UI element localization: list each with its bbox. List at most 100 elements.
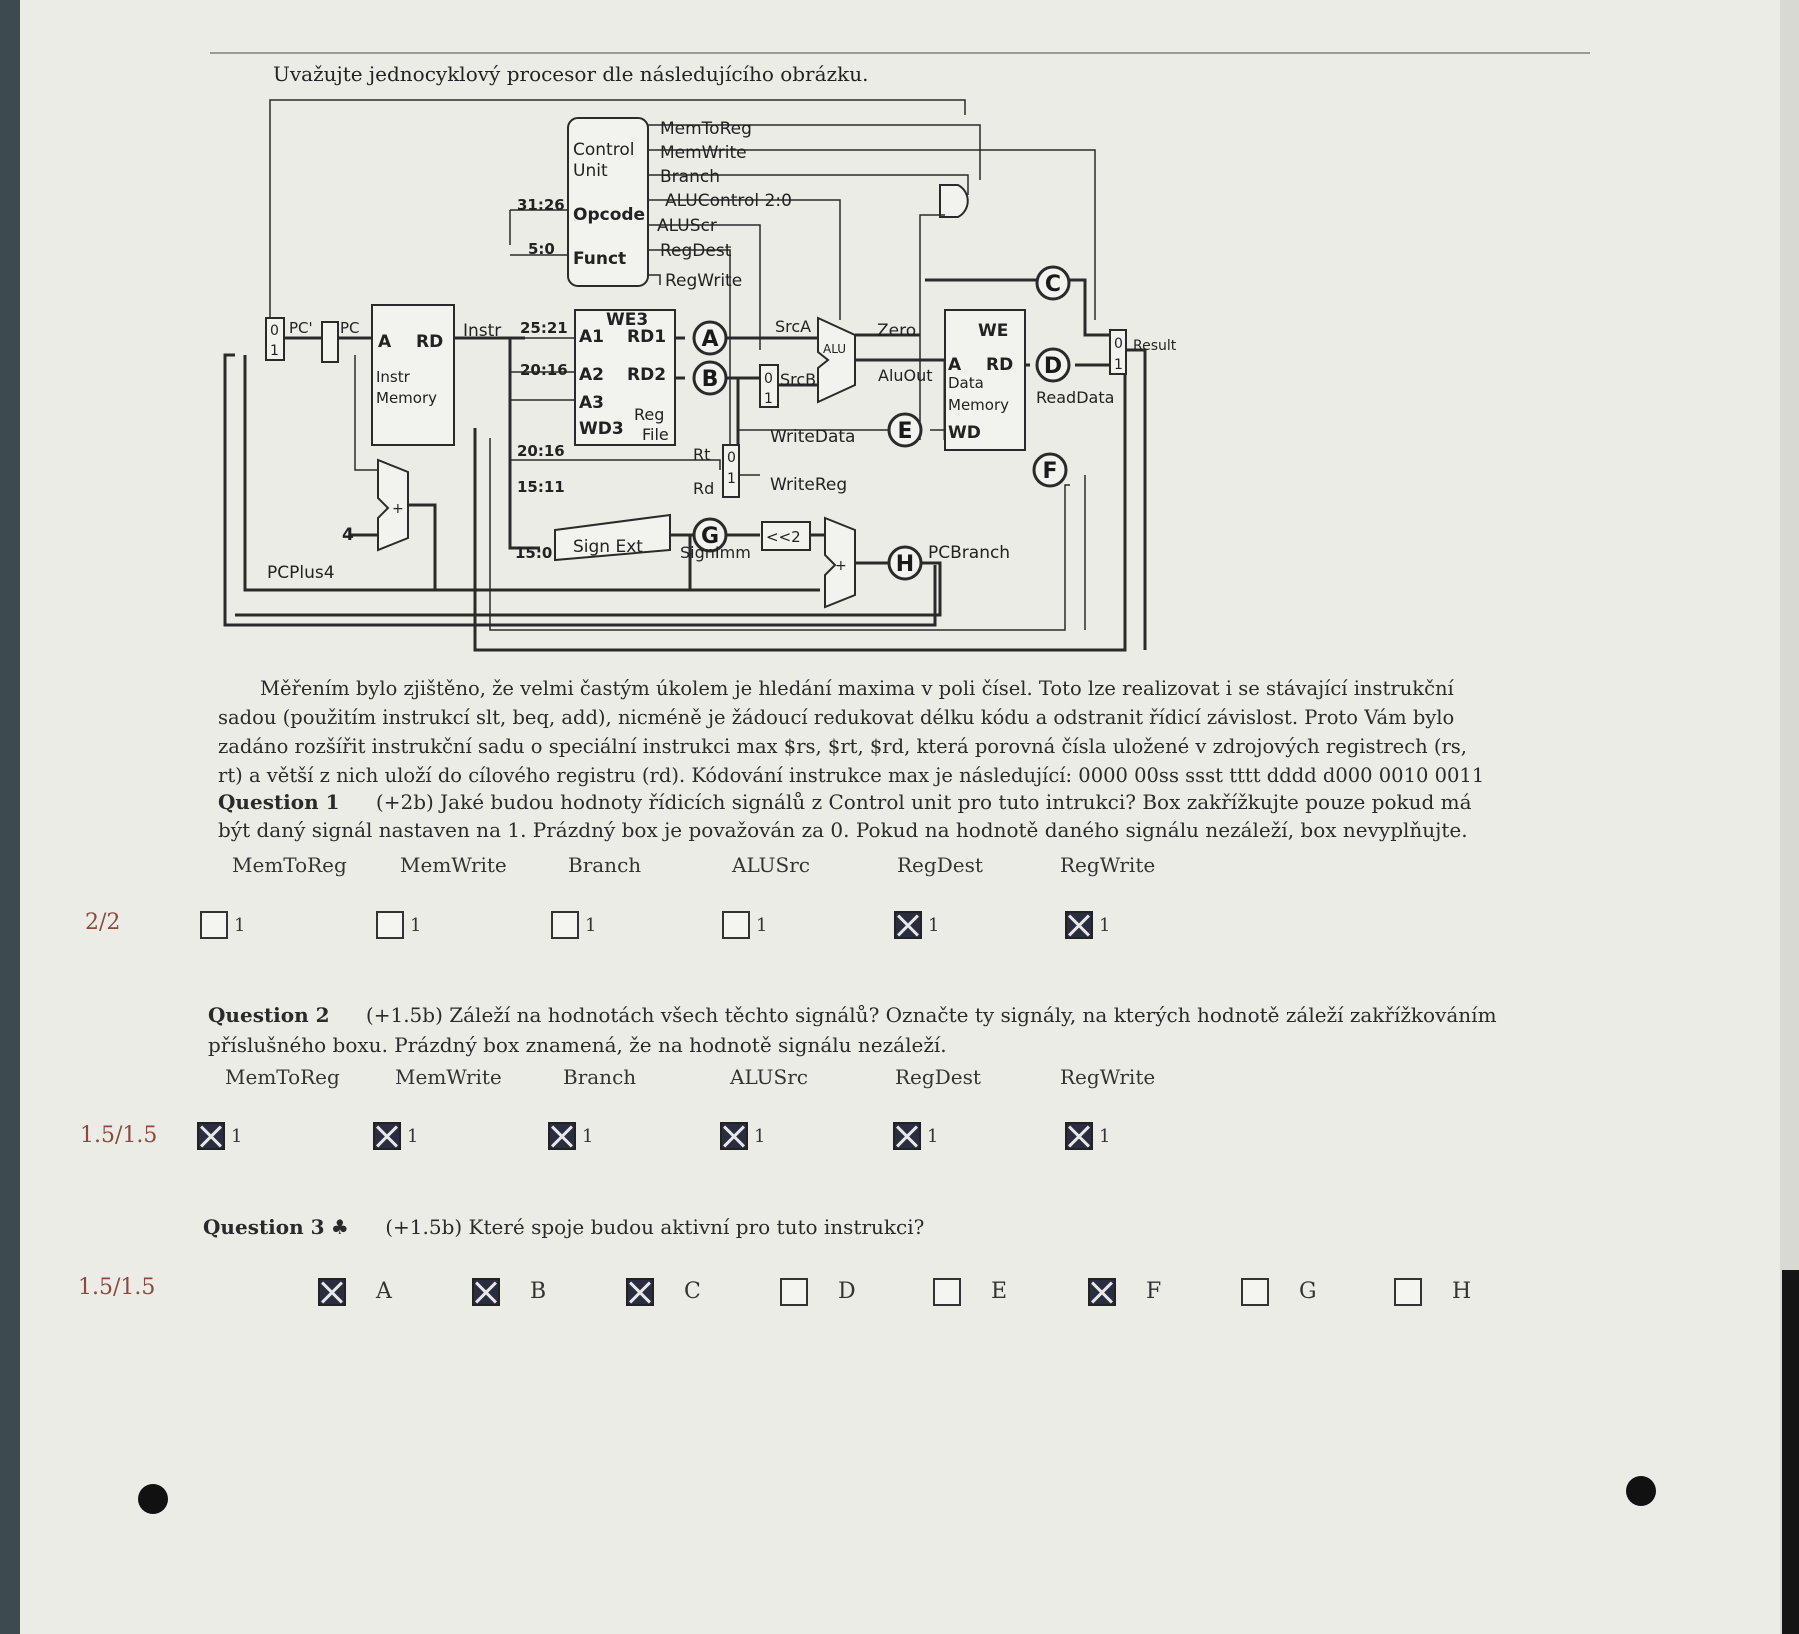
q3-checkbox-h[interactable] <box>1394 1278 1422 1306</box>
q1-sig-alusrc: ALUSrc <box>732 853 810 877</box>
intro-text: Uvažujte jednocyklový procesor dle násle… <box>273 62 869 86</box>
cu-label-opcode: Opcode <box>573 205 645 225</box>
pcbranch-label: PCBranch <box>928 543 1010 563</box>
const-four: 4 <box>342 525 354 545</box>
q3-checkbox-label-b: B <box>530 1279 547 1304</box>
q2-sig-memtoreg: MemToReg <box>225 1065 340 1089</box>
rf-file: File <box>642 425 669 444</box>
q3-checkbox-label-h: H <box>1452 1279 1472 1304</box>
signext-label: Sign Ext <box>573 537 643 557</box>
shift-label: <<2 <box>766 528 801 546</box>
pcplus4-label: PCPlus4 <box>267 563 335 583</box>
marker-h: H <box>896 552 914 577</box>
q2-checkbox-memtoreg[interactable] <box>197 1122 225 1150</box>
q3-checkbox-label-g: G <box>1299 1279 1317 1304</box>
q2-title: Question 2 <box>208 1003 330 1027</box>
q3-checkbox-label-c: C <box>684 1279 701 1304</box>
q2-checkbox-branch[interactable] <box>548 1122 576 1150</box>
q2-checkbox-label-regwrite: 1 <box>1099 1126 1111 1147</box>
marker-d: D <box>1044 354 1062 379</box>
q2-sig-regwrite: RegWrite <box>1060 1065 1156 1089</box>
q2-text-2: příslušného boxu. Prázdný box znamená, ž… <box>208 1033 947 1057</box>
q1-checkbox-label-memwrite: 1 <box>410 915 422 936</box>
q3-checkbox-a[interactable] <box>318 1278 346 1306</box>
q2-checkbox-regwrite[interactable] <box>1065 1122 1093 1150</box>
q2-checkbox-label-branch: 1 <box>582 1126 594 1147</box>
imem-rd: RD <box>416 332 443 352</box>
q2-checkbox-memwrite[interactable] <box>373 1122 401 1150</box>
alu-srca: SrcA <box>775 317 811 336</box>
q2-checkbox-label-memwrite: 1 <box>407 1126 419 1147</box>
marker-b: B <box>702 367 719 392</box>
cu-label-funct: Funct <box>573 249 626 269</box>
q1-checkbox-label-regwrite: 1 <box>1099 915 1111 936</box>
rf-rd1: RD1 <box>627 327 666 347</box>
q2-checkbox-alusrc[interactable] <box>720 1122 748 1150</box>
rf-a3: A3 <box>579 393 604 413</box>
exam-page: Uvažujte jednocyklový procesor dle násle… <box>20 0 1780 1634</box>
q2-checkbox-label-alusrc: 1 <box>754 1126 766 1147</box>
q1-sig-branch: Branch <box>568 853 642 877</box>
q3-score: 1.5/1.5 <box>78 1275 156 1300</box>
rf-wd3: WD3 <box>579 419 624 439</box>
q3-checkbox-d[interactable] <box>780 1278 808 1306</box>
registration-dot-left <box>138 1484 168 1514</box>
pc-prime-label: PC' <box>289 319 313 337</box>
top-rule <box>210 52 1590 54</box>
q3-checkbox-c[interactable] <box>626 1278 654 1306</box>
q1-title: Question 1 <box>218 790 340 814</box>
field-25-21: 25:21 <box>520 319 568 337</box>
q3-checkbox-label-d: D <box>838 1279 856 1304</box>
q1-checkbox-memwrite[interactable] <box>376 911 404 939</box>
q2-checkbox-label-memtoreg: 1 <box>231 1126 243 1147</box>
q3-checkbox-g[interactable] <box>1241 1278 1269 1306</box>
q1-checkbox-label-regdest: 1 <box>928 915 940 936</box>
q1-checkbox-regdest[interactable] <box>894 911 922 939</box>
marker-c: C <box>1045 272 1061 297</box>
q1-checkbox-regwrite[interactable] <box>1065 911 1093 939</box>
writedata-label: WriteData <box>770 427 855 447</box>
page-edge <box>1780 0 1799 1634</box>
imem-memory: Memory <box>376 389 437 407</box>
pc-label: PC <box>340 319 360 337</box>
field-20-16: 20:16 <box>520 361 568 379</box>
q3-checkbox-f[interactable] <box>1088 1278 1116 1306</box>
q3-checkbox-b[interactable] <box>472 1278 500 1306</box>
q2-sig-alusrc: ALUSrc <box>730 1065 808 1089</box>
branch-adder-plus: + <box>835 558 847 574</box>
pc-mux-0: 0 <box>270 323 279 339</box>
dmem-a: A <box>948 355 962 375</box>
q1-checkbox-branch[interactable] <box>551 911 579 939</box>
sig-aluscr: ALUScr <box>657 216 717 236</box>
res-mux-0: 0 <box>1114 336 1123 352</box>
q2-checkbox-regdest[interactable] <box>893 1122 921 1150</box>
para-line-4: rt) a větší z nich uloží do cílového reg… <box>218 764 1485 787</box>
q1-checkbox-alusrc[interactable] <box>722 911 750 939</box>
wr-mux-1: 1 <box>727 471 736 487</box>
field-15-11: 15:11 <box>517 478 565 496</box>
sig-alucontrol: ALUControl 2:0 <box>665 191 792 211</box>
q2-sig-branch: Branch <box>563 1065 637 1089</box>
q3-checkbox-label-f: F <box>1146 1279 1162 1304</box>
field-5-0: 5:0 <box>528 240 555 258</box>
dmem-data: Data <box>948 374 984 392</box>
q1-checkbox-memtoreg[interactable] <box>200 911 228 939</box>
rf-rd2: RD2 <box>627 365 666 385</box>
q1-sig-regwrite: RegWrite <box>1060 853 1156 877</box>
sig-branch: Branch <box>660 167 720 187</box>
dmem-we: WE <box>978 321 1008 341</box>
dmem-wd: WD <box>948 423 981 443</box>
q1-sig-regdest: RegDest <box>897 853 983 877</box>
field-15-0: 15:0 <box>515 544 552 562</box>
q3-checkbox-label-a: A <box>376 1279 392 1304</box>
alu-out: AluOut <box>878 366 933 385</box>
q2-text: (+1.5b) Záleží na hodnotách všech těchto… <box>365 1003 1497 1027</box>
registration-dot-right <box>1626 1476 1656 1506</box>
cu-label-unit: Unit <box>573 161 608 181</box>
q3-text: (+1.5b) Které spoje budou aktivní pro tu… <box>385 1215 925 1239</box>
q3-checkbox-e[interactable] <box>933 1278 961 1306</box>
q2-header: Question 2 (+1.5b) Záleží na hodnotách v… <box>208 1003 1497 1027</box>
rf-a2: A2 <box>579 365 604 385</box>
background-edge <box>1782 1270 1799 1634</box>
q1-text-2: být daný signál nastaven na 1. Prázdný b… <box>218 818 1468 842</box>
